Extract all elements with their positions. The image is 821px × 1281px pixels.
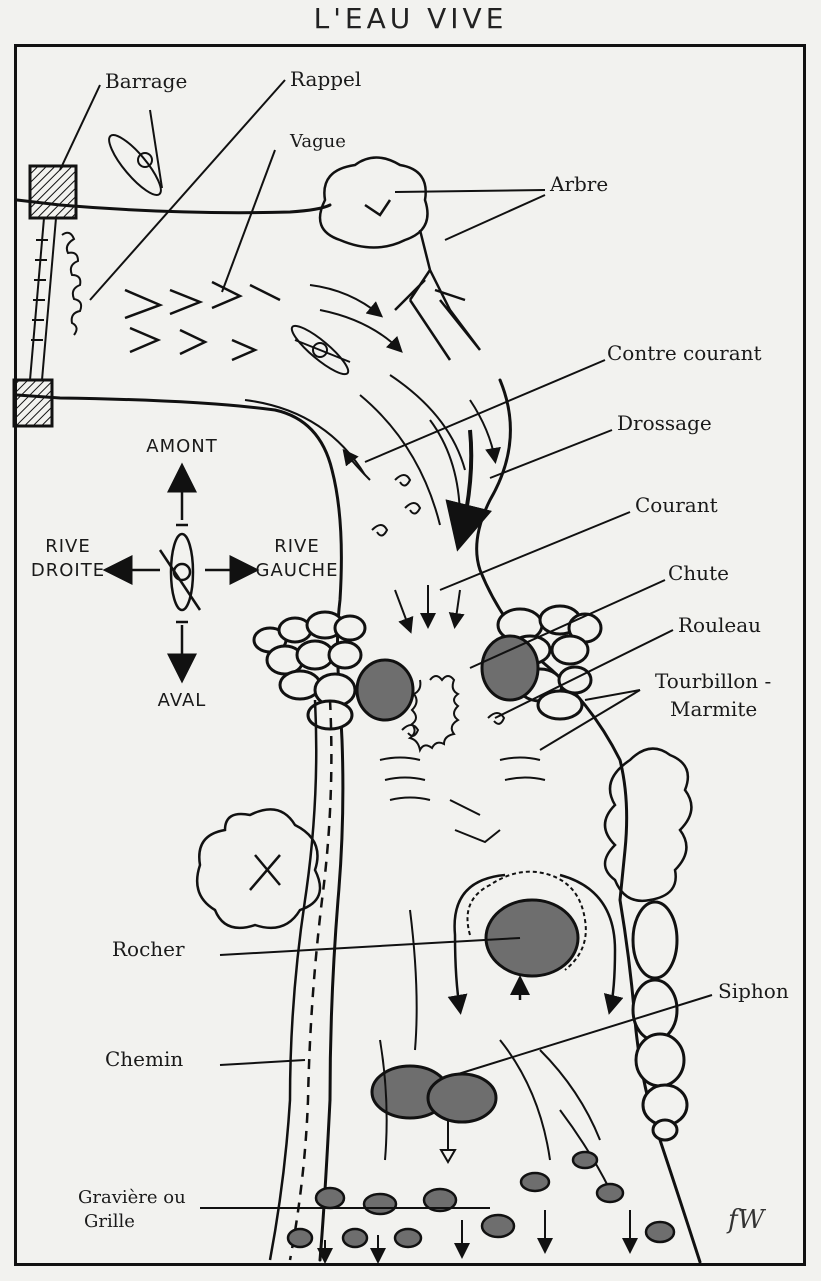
rocher [484,898,580,978]
label-arbre: Arbre [550,172,609,196]
siphon-rock-2 [426,1072,498,1124]
label-rouleau: Rouleau [678,613,762,637]
label-rocher: Rocher [112,937,185,961]
label-grille: Grille [84,1211,135,1232]
left-top-bank [15,198,332,215]
dam-block-top [28,164,78,220]
after-chute-waves [379,756,546,844]
rocks-left-bank [252,610,367,731]
label-contre-courant: Contre courant [607,341,762,365]
tree-bottom-left [195,808,322,930]
signature: fW [728,1205,765,1235]
rock-flow [447,873,624,1015]
label-rive-droite-1: RIVE [45,536,91,557]
kayak-top [108,109,163,196]
label-rive-droite-2: DROITE [30,560,106,581]
diagram-frame [14,44,806,1266]
label-marmite: Marmite [670,697,758,721]
gravel-stones [286,1150,676,1249]
label-rappel: Rappel [290,67,362,91]
label-drossage: Drossage [617,411,712,435]
label-vague: Vague [290,131,346,152]
label-siphon: Siphon [718,979,789,1003]
rocks-right-bank [496,604,603,721]
rock-foam [466,870,587,971]
dam-wall [29,217,57,381]
page-title: L'EAU VIVE [313,2,508,35]
label-amont: AMONT [146,436,218,457]
label-barrage: Barrage [105,69,188,93]
downstream-lines [379,909,611,1191]
contre-courant-arrow [342,448,371,481]
eddy-spirals [371,474,422,537]
rock-column-right [631,900,689,1142]
label-rive-gauche-1: RIVE [274,536,320,557]
gravel-arrows [317,1210,638,1264]
label-tourbillon: Tourbillon - [655,669,772,693]
label-rive-gauche-2: GAUCHE [255,560,339,581]
drossage-arrow [445,429,493,552]
current-lines [244,284,501,634]
label-graviere: Gravière ou [78,1187,186,1208]
siphon-arrowhead [439,1149,457,1164]
label-aval: AVAL [157,690,207,711]
kayak-middle [290,324,351,376]
tree-top [318,156,481,361]
rappel-foam [61,231,83,336]
rouleau-foam [407,675,460,754]
path-chemin [268,699,333,1261]
label-courant: Courant [635,493,718,517]
tree-right [603,747,693,903]
label-chute: Chute [668,561,729,585]
chute-rock-right [480,634,540,702]
dam-block-bottom [12,378,54,428]
compass [102,462,260,684]
waves [124,280,281,362]
tourbillon-spirals [401,712,506,737]
label-chemin: Chemin [105,1047,184,1071]
leader-lines [59,79,713,1209]
chute-rock-left [355,658,415,722]
